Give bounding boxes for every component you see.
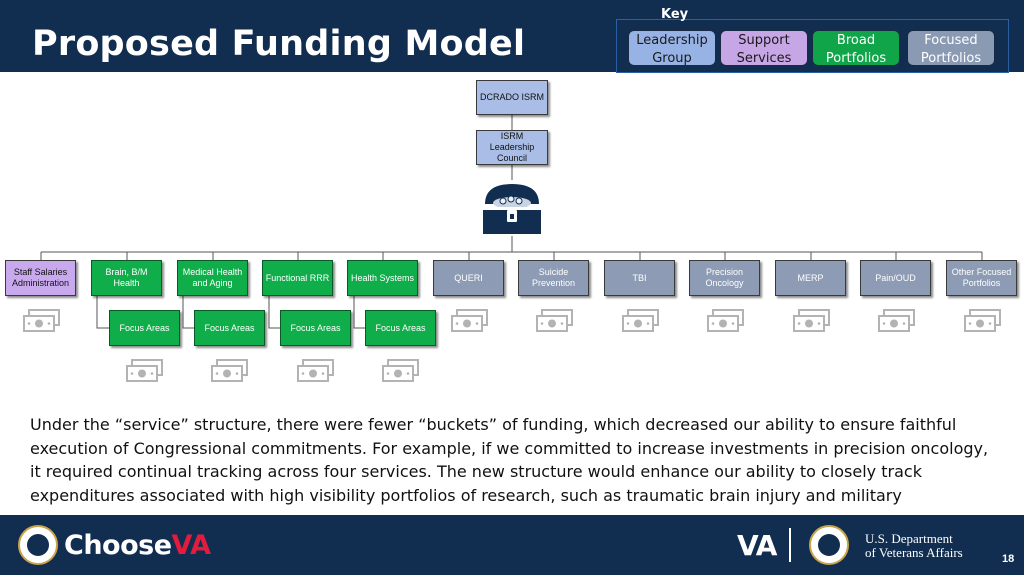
body-paragraph: Under the “service” structure, there wer… <box>30 415 989 528</box>
focus-areas-brain: Focus Areas <box>109 310 180 346</box>
money-bill-icon <box>622 309 659 332</box>
focus-areas-medical: Focus Areas <box>194 310 265 346</box>
node-suicide-prevention: Suicide Prevention <box>518 260 589 296</box>
key-panel <box>616 19 1009 73</box>
money-bill-icon <box>878 309 915 332</box>
focus-areas-functional: Focus Areas <box>280 310 351 346</box>
money-bill-icon <box>211 359 248 382</box>
node-health-systems: Health Systems <box>347 260 418 296</box>
money-bill-icon <box>382 359 419 382</box>
money-bill-icon <box>126 359 163 382</box>
page-number: 18 <box>1002 553 1015 565</box>
key-label: Key <box>661 7 689 22</box>
dcrado-isrm-box: DCRADO ISRM <box>476 80 548 115</box>
money-bill-icon <box>793 309 830 332</box>
footer-bar <box>0 515 1024 575</box>
node-medical-health-aging: Medical Health and Aging <box>177 260 248 296</box>
slide-title: Proposed Funding Model <box>32 24 526 64</box>
node-queri: QUERI <box>433 260 504 296</box>
node-tbi: TBI <box>604 260 675 296</box>
money-bill-icon <box>707 309 744 332</box>
org-connectors <box>40 115 983 329</box>
node-pain-oud: Pain/OUD <box>860 260 931 296</box>
money-bill-icon <box>536 309 573 332</box>
money-bill-icon <box>964 309 1001 332</box>
va-wordmark: VA <box>737 529 777 562</box>
key-leadership-group: Leadership Group <box>628 30 716 66</box>
node-functional-rrr: Functional RRR <box>262 260 333 296</box>
footer-divider <box>789 528 791 562</box>
money-bill-icon <box>451 309 488 332</box>
choose-va-logo: ChooseVA <box>64 530 211 561</box>
focus-areas-health-systems: Focus Areas <box>365 310 436 346</box>
treasure-chest-icon <box>483 184 541 234</box>
key-support-services: Support Services <box>720 30 808 66</box>
va-seal-icon <box>809 525 849 565</box>
va-seal-icon <box>18 525 58 565</box>
node-other-focused: Other Focused Portfolios <box>946 260 1017 296</box>
money-bill-icon <box>297 359 334 382</box>
money-bill-icon <box>23 309 60 332</box>
node-staff-salaries: Staff Salaries Administration <box>5 260 76 296</box>
key-broad-portfolios: Broad Portfolios <box>812 30 900 66</box>
node-brain-health: Brain, B/M Health <box>91 260 162 296</box>
key-focused-portfolios: Focused Portfolios <box>907 30 995 66</box>
node-merp: MERP <box>775 260 846 296</box>
node-precision-oncology: Precision Oncology <box>689 260 760 296</box>
isrm-leadership-council-box: ISRM Leadership Council <box>476 130 548 165</box>
